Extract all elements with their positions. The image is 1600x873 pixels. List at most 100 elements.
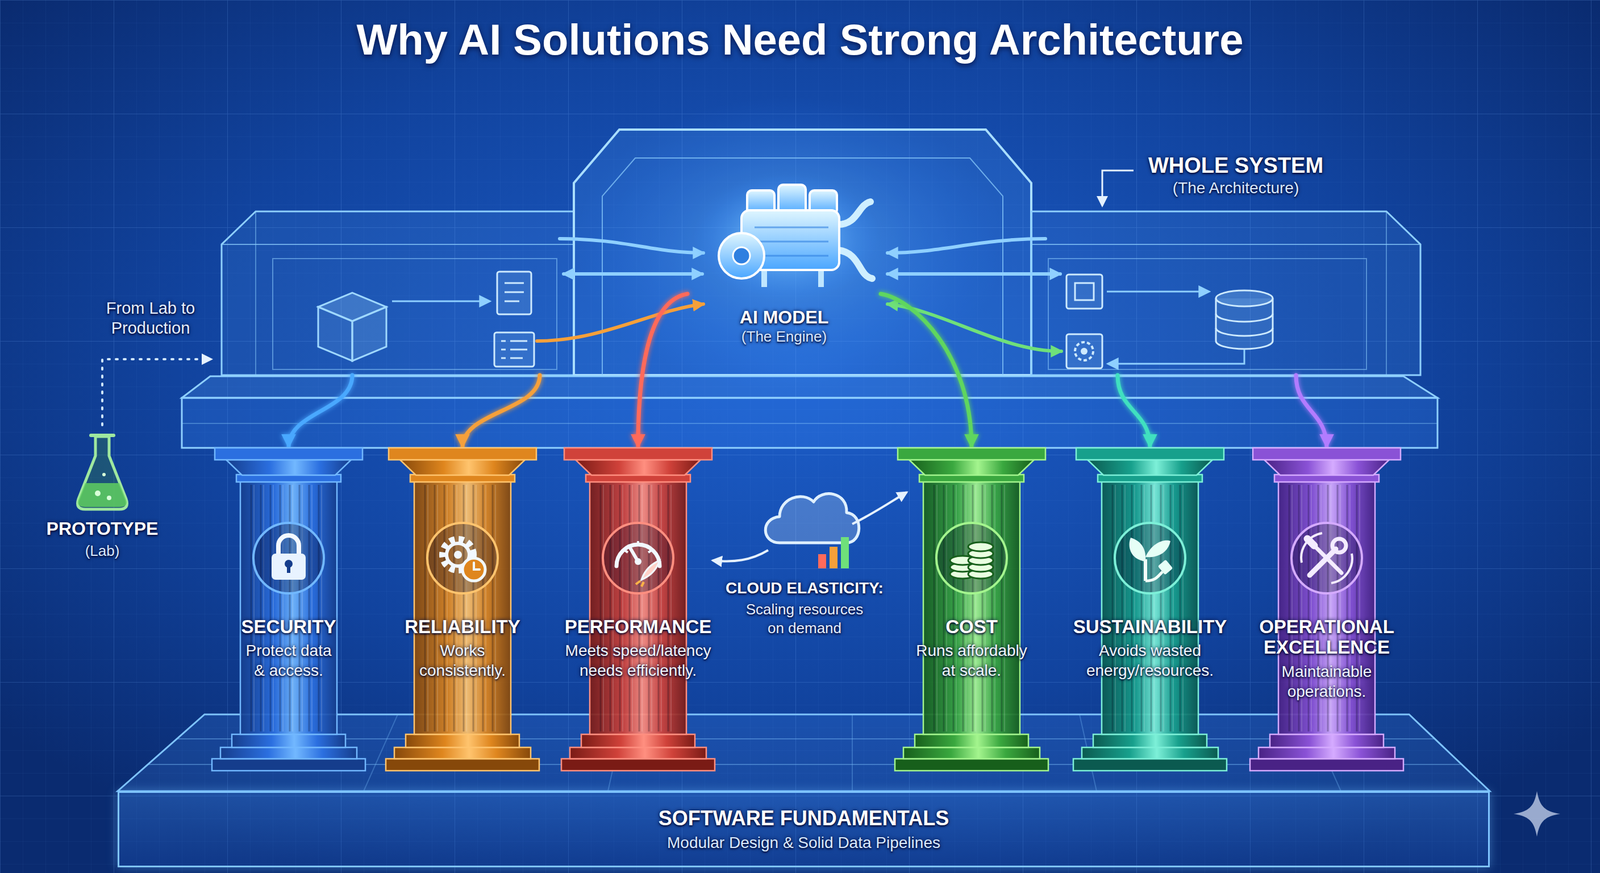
pillar-shape-part <box>269 484 272 732</box>
pillar-shape-part <box>1087 459 1213 475</box>
pillar-shape <box>552 447 724 772</box>
pillar-shape-part <box>909 459 1035 475</box>
flow-arrow-part <box>563 272 703 276</box>
cloud-icon-part <box>818 553 827 569</box>
pillar-shape-part <box>388 447 537 460</box>
pillar-shape-part <box>1001 484 1003 732</box>
pillar-shape-part-part <box>1143 559 1148 581</box>
pillar-shape-part <box>414 481 511 735</box>
pillar-shape-part <box>1182 484 1184 732</box>
pillar-shape-part <box>936 484 938 732</box>
pillar-shape-part <box>609 484 612 732</box>
pillar-shape-part <box>436 484 439 732</box>
pillar-shape-part <box>1140 484 1143 732</box>
pillar-shape-part-part-part <box>968 542 994 552</box>
pillar-shape-part <box>575 459 701 475</box>
flow-connector <box>288 375 353 448</box>
pillar-shape-part <box>955 484 957 732</box>
pillar-shape-part <box>602 522 674 594</box>
pillar-shape <box>1064 447 1236 772</box>
pillar-shape-part <box>561 758 715 771</box>
pillar-shape-part <box>231 734 346 748</box>
text-group: SUSTAINABILITYAvoids wasted energy/resou… <box>1064 616 1236 681</box>
engine-icon-part <box>718 232 765 279</box>
pillar-shape-part <box>994 484 996 732</box>
pillar: PERFORMANCEMeets speed/latency needs eff… <box>552 447 724 772</box>
pillar-shape-part <box>1114 522 1186 594</box>
prototype-flask-part <box>94 490 101 497</box>
text-group: OPERATIONAL EXCELLENCEMaintainable opera… <box>1241 616 1412 702</box>
pillar: RELIABILITYWorks consistently. <box>377 447 548 772</box>
node-heading: COST <box>889 616 1054 637</box>
building-part <box>352 306 387 361</box>
building <box>221 129 1421 375</box>
pillar-shape-part <box>311 484 313 732</box>
engine-icon <box>687 170 881 302</box>
pillar: COSTRuns affordably at scale. <box>886 447 1057 772</box>
prototype-heading: PROTOTYPE <box>22 518 182 540</box>
node-body: Modular Design & Solid Data Pipelines <box>667 832 941 853</box>
pillar-shape-part <box>308 484 311 732</box>
pillar-shape-part <box>427 484 429 732</box>
pillar-shape-part-part <box>641 560 660 580</box>
pillar-shape-part <box>1124 484 1126 732</box>
engine-icon-part <box>754 227 829 256</box>
flow-connector <box>880 293 972 448</box>
pillar-shape-part-part <box>286 564 291 573</box>
prototype-flask-part <box>106 495 112 500</box>
pillar-shape-part <box>443 484 446 732</box>
building-part <box>1066 274 1103 309</box>
callout-arrow-part <box>1102 170 1134 206</box>
pillar-shape-part <box>950 542 994 579</box>
pillar-shape-part <box>1169 484 1172 732</box>
flow-connector <box>638 293 688 448</box>
flow-connector <box>462 375 540 448</box>
pillar-shape-part <box>628 484 631 732</box>
pillar-shape-part <box>250 484 253 732</box>
pillar-shape-part <box>446 484 448 732</box>
pillar-shape-part <box>1153 484 1155 732</box>
pillar-shape-part <box>991 484 994 732</box>
pillar-shape-part-part <box>462 557 486 581</box>
lab-arrow-part <box>102 359 212 425</box>
pillar-shape-part <box>965 484 967 732</box>
pillar-shape-part <box>952 484 955 732</box>
pillar-shape-part <box>240 481 337 735</box>
engine-icon-part <box>838 250 873 279</box>
pillar-shape-part <box>214 447 363 460</box>
pillar-shape-part <box>923 481 1020 735</box>
pillar-shape-part <box>914 734 1029 748</box>
pillar-shape-part-part <box>1145 571 1163 581</box>
pillar-shape-part <box>465 484 468 732</box>
node-heading: OPERATIONAL EXCELLENCE <box>1244 616 1410 658</box>
pillar-shape-part <box>641 484 643 732</box>
cloud-icon-part <box>765 493 860 543</box>
pillar-shape-part <box>1111 484 1114 732</box>
pillar-shape-part <box>1101 481 1199 735</box>
pillar-shape-part-part <box>624 540 652 553</box>
pillar-shape-part <box>984 484 986 732</box>
architecture-building: WHOLE SYSTEM(The Architecture)AI MODEL(T… <box>210 127 1427 375</box>
pillar-shape-part <box>897 447 1046 460</box>
pillar-shape-part <box>442 539 486 581</box>
building-part <box>497 271 532 315</box>
prototype-flask <box>77 435 128 510</box>
engine-icon-part <box>838 201 871 225</box>
pillar-shape-part <box>943 484 945 732</box>
pillar-shape-part-part <box>271 553 306 580</box>
pillar-shape-part <box>482 484 485 732</box>
foundation-base: SOFTWARE FUNDAMENTALSModular Design & So… <box>117 790 1490 868</box>
callout-arrow <box>1102 170 1134 206</box>
text-group: WHOLE SYSTEM(The Architecture) <box>1142 153 1330 198</box>
cloud-heading: CLOUD ELASTICITY: <box>723 578 886 598</box>
beam-part <box>181 376 1438 398</box>
pillar-shape-part <box>211 758 366 771</box>
pillar-shape-part <box>564 447 712 460</box>
pillar-shape-part <box>492 484 494 732</box>
prototype-flask-part <box>77 436 128 510</box>
pillar-shape-part-part <box>1301 532 1323 563</box>
pillar: SECURITYProtect data & access. <box>203 447 374 772</box>
